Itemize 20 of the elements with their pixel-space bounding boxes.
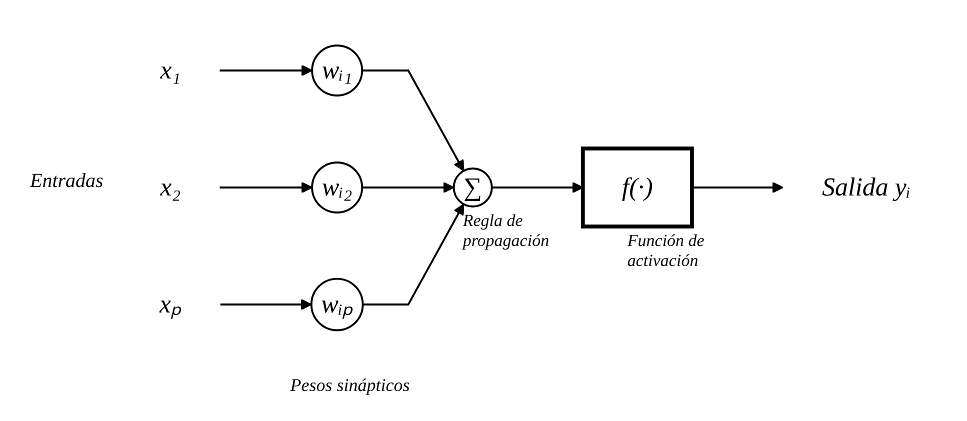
arrow bbox=[362, 182, 454, 194]
arrow bbox=[692, 182, 784, 194]
arrow bbox=[220, 182, 313, 194]
node-circle: wᵢₚ bbox=[310, 278, 364, 332]
annotation-text: Entradas bbox=[30, 170, 104, 193]
node-text: x₂ bbox=[160, 173, 181, 202]
annotation-text: Pesos sinápticos bbox=[290, 375, 410, 396]
arrow bbox=[220, 64, 313, 76]
node-caption: Función de activación bbox=[627, 230, 706, 270]
node-caption: Regla de propagación bbox=[462, 211, 550, 251]
node-text: xₚ bbox=[159, 290, 182, 319]
node-circle: wᵢ₂ bbox=[311, 162, 364, 214]
node-circle: wᵢ₁ bbox=[311, 44, 364, 96]
arrow bbox=[362, 70, 464, 172]
node-box: f(·) bbox=[580, 146, 694, 228]
node-circle: ∑ bbox=[452, 168, 493, 208]
node-text: x₁ bbox=[160, 56, 181, 85]
node-text: Salida yᵢ bbox=[822, 173, 911, 202]
arrow bbox=[362, 204, 464, 306]
arrow bbox=[220, 298, 312, 310]
